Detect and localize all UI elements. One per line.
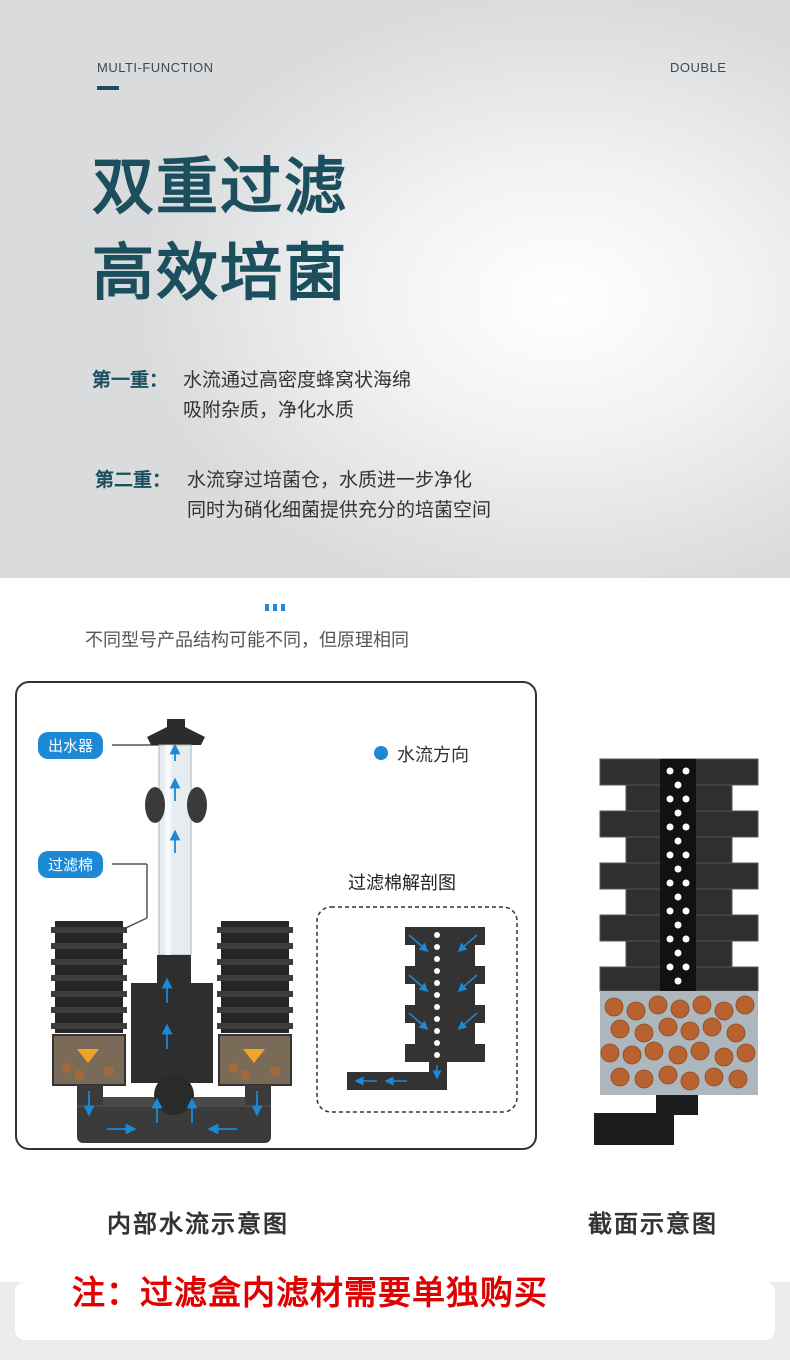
stage-2-line-2: 同时为硝化细菌提供充分的培菌空间 (187, 499, 492, 521)
structure-note: 不同型号产品结构可能不同，但原理相同 (85, 630, 409, 651)
flow-legend-dot (374, 746, 388, 760)
section-marker (265, 604, 287, 611)
callout-outlet: 出水器 (38, 732, 104, 759)
cross-section-illustration (594, 758, 759, 1145)
stage-2-line-1: 水流穿过培菌仓，水质进一步净化 (187, 469, 473, 491)
filter-illustration (51, 719, 518, 1143)
cutaway-title: 过滤棉解剖图 (348, 873, 456, 894)
purchase-note: 注：过滤盒内滤材需要单独购买 (72, 1273, 548, 1312)
tag-underline (97, 86, 119, 90)
flow-legend-label: 水流方向 (397, 745, 469, 766)
title-line-2: 高效培菌 (92, 236, 349, 309)
tag-double: DOUBLE (670, 60, 727, 75)
flow-diagram-panel (15, 681, 537, 1150)
stage-2-label: 第二重： (95, 469, 172, 491)
title-line-1: 双重过滤 (92, 150, 349, 223)
tag-multi-function: MULTI-FUNCTION (97, 60, 214, 75)
stage-1-line-2: 吸附杂质，净化水质 (183, 399, 355, 421)
caption-cross-section: 截面示意图 (588, 1210, 718, 1238)
stage-1-line-1: 水流通过高密度蜂窝状海绵 (183, 369, 412, 391)
callout-sponge: 过滤棉 (38, 851, 104, 878)
stage-1-label: 第一重： (92, 369, 169, 391)
hero-section (0, 0, 790, 578)
footer-card (15, 1282, 775, 1340)
caption-flow-diagram: 内部水流示意图 (107, 1210, 289, 1238)
